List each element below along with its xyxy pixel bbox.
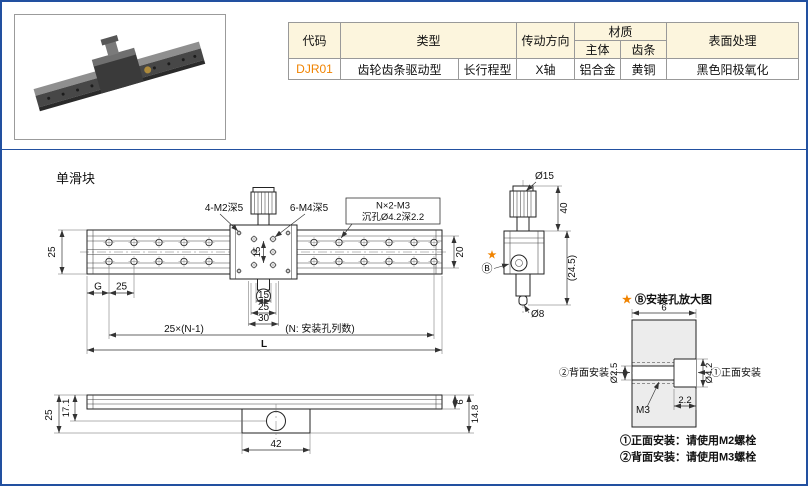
- header-type: 类型: [340, 22, 517, 59]
- dim-body-height: (24.5): [567, 255, 578, 281]
- dim-g: G: [94, 282, 102, 293]
- note-front-mount: ①正面安装：请使用M2螺栓: [620, 433, 756, 447]
- star-marker: ★: [488, 250, 497, 261]
- header-material-rack: 齿条: [620, 40, 667, 59]
- dim-g25: 25: [116, 282, 128, 293]
- dim-15: 15: [258, 290, 270, 301]
- cell-code: DJR01: [288, 58, 341, 80]
- dim-detail-22: 2.2: [678, 395, 691, 406]
- detail-dimensions: 6 Ø2.5 Ø4.2 M3 2.2: [609, 303, 715, 417]
- cell-type-sub: 长行程型: [458, 58, 517, 80]
- dim-front-148: 14.8: [470, 405, 481, 424]
- cell-material-body: 铝合金: [574, 58, 621, 80]
- cell-surface: 黑色阳极氧化: [666, 58, 799, 80]
- detail-view: ★ Ⓑ安装孔放大图 6: [559, 292, 761, 428]
- front-block: [241, 404, 311, 439]
- dim-detail-d25: Ø2.5: [609, 363, 620, 384]
- dim-block-vertical-15: 15: [252, 247, 263, 258]
- dim-front-171: 17.1: [61, 399, 72, 418]
- header-direction: 传动方向: [516, 22, 575, 59]
- dim-front-25: 25: [44, 409, 55, 421]
- annotation-nx2-m3: N×2-M3: [376, 201, 410, 212]
- spec-table: 代码 类型 传动方向 材质 表面处理 主体 齿条 DJR01 齿轮齿条驱动型 长…: [288, 22, 799, 80]
- top-view: 25 20 G 25 15: [47, 187, 466, 354]
- cell-direction: X轴: [516, 58, 575, 80]
- dim-pitch-note: (N: 安装孔列数): [285, 322, 354, 335]
- section-divider: [2, 149, 806, 150]
- ref-b-label: Ⓑ: [482, 262, 493, 275]
- dim-shaft-diameter: Ø8: [531, 309, 545, 320]
- dim-knob-diameter: Ø15: [535, 171, 554, 182]
- annotation-6-m4: 6-M4深5: [290, 202, 329, 214]
- side-view: Ø15 40 (24.5) Ø8 ★ Ⓑ: [482, 171, 579, 320]
- dim-30: 30: [258, 313, 270, 324]
- header-code: 代码: [288, 22, 341, 59]
- dim-25: 25: [258, 302, 270, 313]
- top-view-annotations: 4-M2深5 6-M4深5 N×2-M3 沉孔Ø4.2深2.2: [205, 197, 441, 239]
- header-surface: 表面处理: [666, 22, 799, 59]
- dim-pitch: 25×(N-1): [164, 324, 204, 335]
- label-front-mount: ①正面安装: [711, 366, 761, 379]
- mounting-notes: ①正面安装：请使用M2螺栓 ②背面安装：请使用M3螺栓: [620, 433, 756, 464]
- side-knob: [509, 185, 537, 232]
- dim-rail-width: 25: [47, 246, 58, 258]
- side-body: [503, 230, 545, 306]
- side-view-dimensions: Ø15 40 (24.5) Ø8 ★ Ⓑ: [482, 171, 579, 320]
- dim-detail-6: 6: [661, 303, 666, 314]
- front-view: 25 17.1 6 14.8 42: [44, 394, 481, 454]
- detail-title: Ⓑ安装孔放大图: [635, 292, 712, 306]
- annotation-box: [345, 197, 441, 225]
- dim-front-42: 42: [270, 439, 282, 450]
- detail-section: [619, 319, 709, 428]
- annotation-4-m2: 4-M2深5: [205, 202, 244, 214]
- front-view-dimensions: 25 17.1 6 14.8 42: [44, 394, 481, 454]
- section-label: 单滑块: [56, 171, 96, 186]
- rail-body: [80, 229, 449, 275]
- header-material: 材质: [574, 22, 667, 41]
- dim-detail-m3: M3: [636, 405, 650, 416]
- dim-knob-height: 40: [559, 202, 570, 214]
- dim-front-6: 6: [455, 399, 466, 404]
- product-illustration: [33, 35, 206, 112]
- note-back-mount: ②背面安装：请使用M3螺栓: [620, 450, 756, 464]
- label-back-mount: ②背面安装: [559, 366, 609, 379]
- dim-hole-row-span: 20: [455, 246, 466, 258]
- front-rail: [86, 394, 443, 410]
- top-view-dimensions: 25 20 G 25 15: [47, 229, 466, 354]
- detail-title-star: ★: [622, 294, 632, 306]
- drive-knob-top: [250, 187, 277, 226]
- annotation-counterbore: 沉孔Ø4.2深2.2: [362, 212, 424, 223]
- dim-detail-d42: Ø4.2: [704, 363, 715, 384]
- cell-type-main: 齿轮齿条驱动型: [340, 58, 459, 80]
- dim-length: L: [261, 339, 267, 350]
- table-row: DJR01 齿轮齿条驱动型 长行程型 X轴 铝合金 黄铜 黑色阳极氧化: [288, 58, 799, 80]
- cell-material-rack: 黄铜: [620, 58, 667, 80]
- product-photo: [14, 14, 226, 140]
- detail-labels: ②背面安装 ①正面安装: [559, 366, 761, 379]
